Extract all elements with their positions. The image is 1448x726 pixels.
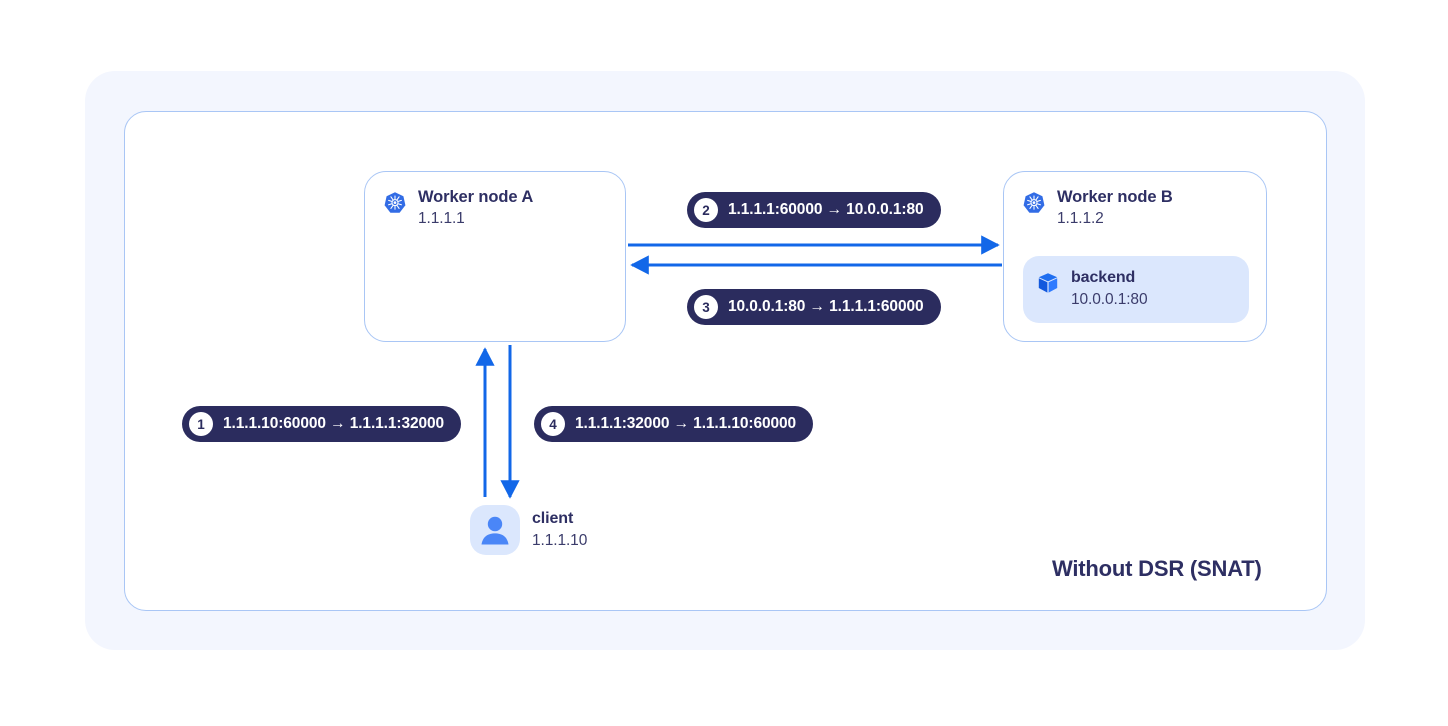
step-badge-2: 2 bbox=[694, 198, 718, 222]
backend-pod-box[interactable]: backend 10.0.0.1:80 bbox=[1023, 256, 1249, 323]
backend-pod-text: backend 10.0.0.1:80 bbox=[1071, 269, 1148, 309]
worker-node-b-header: Worker node B 1.1.1.2 bbox=[1022, 189, 1173, 226]
worker-node-b-title: Worker node B bbox=[1057, 188, 1173, 206]
diagram-caption: Without DSR (SNAT) bbox=[1052, 556, 1262, 581]
worker-node-a-header: Worker node A 1.1.1.1 bbox=[383, 189, 533, 226]
client-address: 1.1.1.10 bbox=[532, 532, 588, 549]
kubernetes-icon bbox=[1022, 191, 1046, 215]
worker-node-a-text: Worker node A 1.1.1.1 bbox=[418, 189, 533, 226]
client-title: client bbox=[532, 510, 574, 527]
step-badge-4: 4 bbox=[541, 412, 565, 436]
worker-node-a-box[interactable]: Worker node A 1.1.1.1 bbox=[364, 171, 626, 342]
worker-node-b-address: 1.1.1.2 bbox=[1057, 209, 1104, 227]
worker-node-b-text: Worker node B 1.1.1.2 bbox=[1057, 189, 1173, 226]
step-pill-3: 3 10.0.0.1:80 → 1.1.1.1:60000 bbox=[687, 289, 941, 325]
kubernetes-icon bbox=[383, 191, 407, 215]
worker-node-b-box[interactable]: Worker node B 1.1.1.2 backend 10.0.0.1:8… bbox=[1003, 171, 1267, 342]
step-label-3: 10.0.0.1:80 → 1.1.1.1:60000 bbox=[728, 298, 924, 315]
step-pill-2: 2 1.1.1.1:60000 → 10.0.0.1:80 bbox=[687, 192, 941, 228]
step-label-1: 1.1.1.10:60000 → 1.1.1.1:32000 bbox=[223, 415, 445, 432]
backend-pod-content: backend 10.0.0.1:80 bbox=[1036, 269, 1148, 309]
step-badge-1: 1 bbox=[189, 412, 213, 436]
worker-node-a-title: Worker node A bbox=[418, 188, 534, 206]
worker-node-a-address: 1.1.1.1 bbox=[418, 209, 465, 227]
step-label-2: 1.1.1.1:60000 → 10.0.0.1:80 bbox=[728, 201, 924, 218]
step-label-4: 1.1.1.1:32000 → 1.1.1.10:60000 bbox=[575, 415, 797, 432]
backend-pod-address: 10.0.0.1:80 bbox=[1071, 291, 1148, 308]
step-pill-4: 4 1.1.1.1:32000 → 1.1.1.10:60000 bbox=[534, 406, 814, 442]
user-icon bbox=[470, 505, 520, 555]
step-pill-1: 1 1.1.1.10:60000 → 1.1.1.1:32000 bbox=[182, 406, 462, 442]
cube-icon bbox=[1036, 271, 1060, 295]
client-text: client 1.1.1.10 bbox=[532, 505, 587, 550]
backend-pod-title: backend bbox=[1071, 269, 1136, 286]
step-badge-3: 3 bbox=[694, 295, 718, 319]
client-node[interactable]: client 1.1.1.10 bbox=[470, 505, 587, 555]
